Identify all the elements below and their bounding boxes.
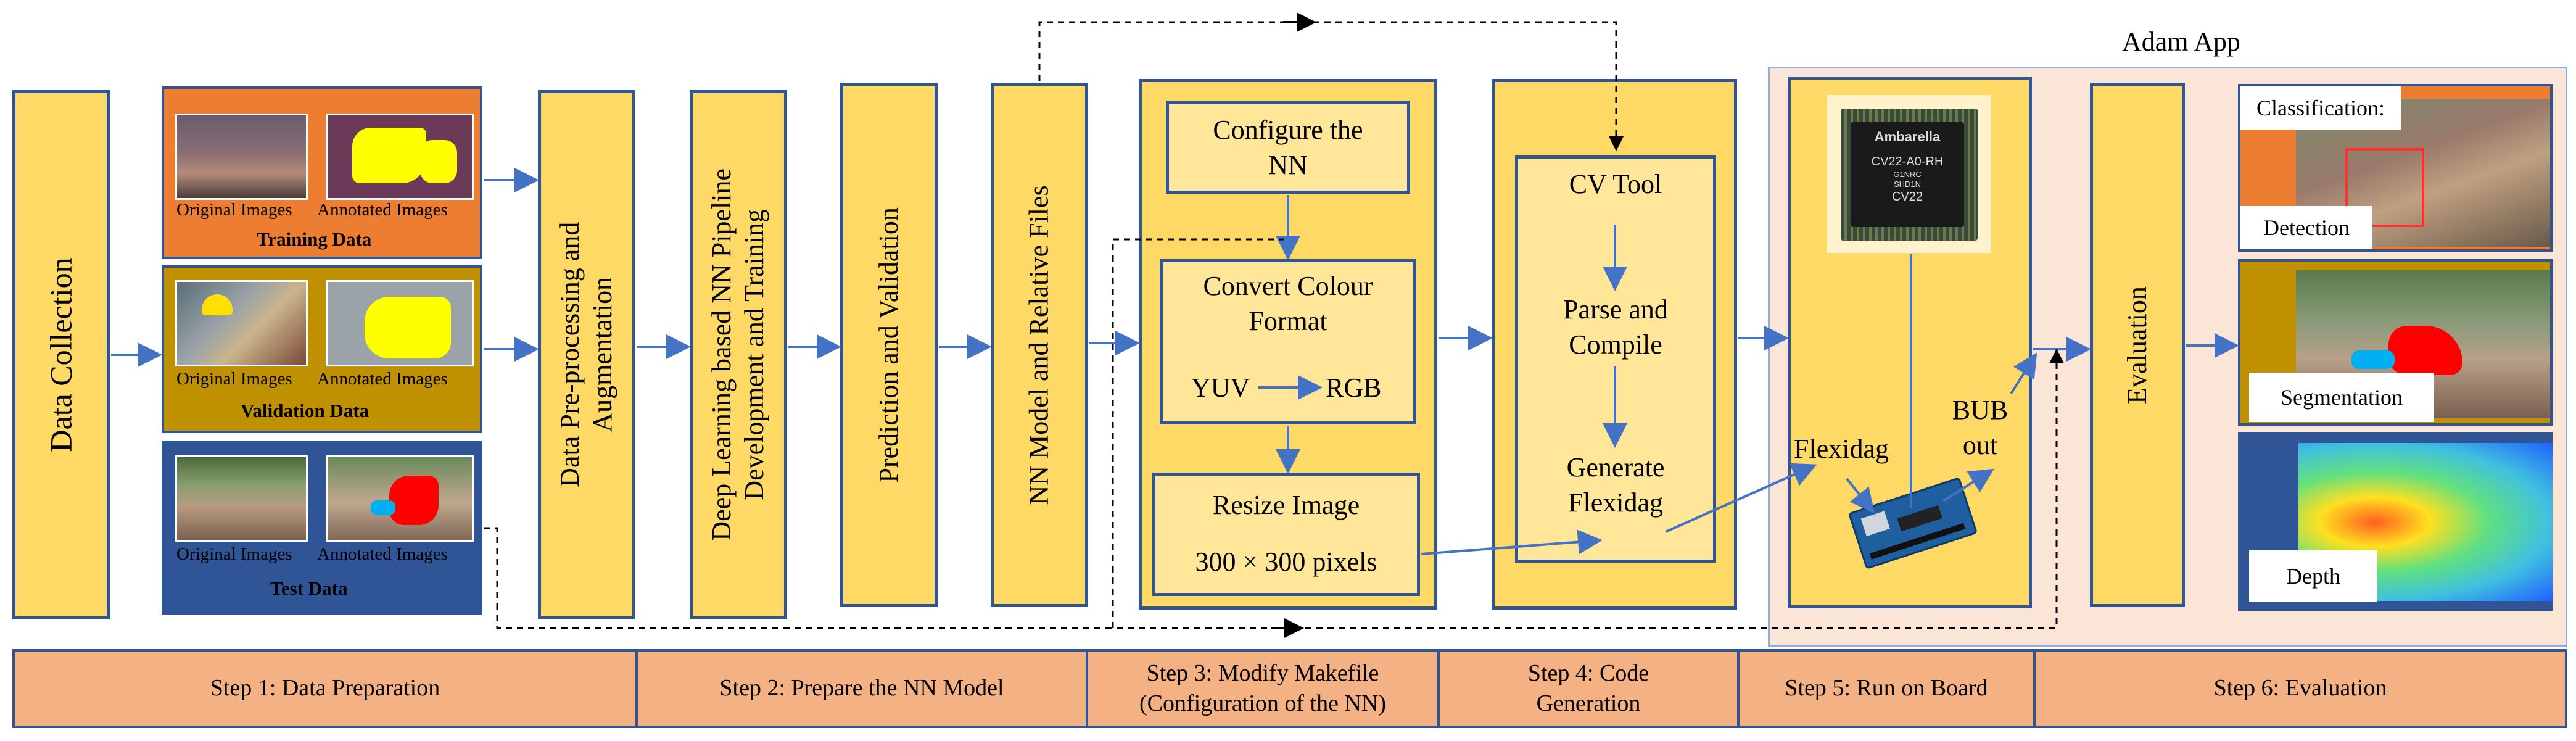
convert-line-2: Format	[1249, 306, 1327, 337]
detection-label: Detection	[2240, 206, 2372, 249]
generate-line-2: Flexidag	[1568, 487, 1663, 518]
configure-line-2: NN	[1268, 150, 1308, 180]
nn-model-box: NN Model and Relative Files	[991, 83, 1088, 607]
resize-title: Resize Image	[1212, 490, 1360, 520]
test-annotated-caption: Annotated Images	[317, 544, 448, 564]
rgb-label: RGB	[1326, 373, 1382, 403]
step-6-box: Step 6: Evaluation	[2033, 649, 2567, 728]
bub-line-1: BUB	[1952, 395, 2008, 425]
arrow-generate-to-flexidag	[1665, 463, 1817, 533]
step-5-box: Step 5: Run on Board	[1737, 649, 2036, 728]
step-1-label: Step 1: Data Preparation	[210, 675, 440, 702]
dl-pipeline-box: Deep Learning based NN Pipeline Developm…	[690, 90, 787, 619]
bub-line-2: out	[1962, 430, 1998, 461]
adam-app-title: Adam App	[2122, 27, 2240, 57]
test-data-panel: Original Images Annotated Images Test Da…	[162, 441, 482, 615]
convert-line-1: Convert Colour	[1203, 271, 1373, 301]
chip-brand: Ambarella	[1874, 129, 1941, 144]
validation-annotated-caption: Annotated Images	[317, 369, 448, 389]
classification-label: Classification:	[2240, 86, 2401, 130]
cv-tool-box: CV Tool Parse and Compile Generate Flexi…	[1515, 155, 1716, 563]
chip-die: Ambarella CV22-A0-RH G1NRC SHD1N CV22	[1851, 122, 1964, 227]
convert-colour-box: Convert Colour Format YUV RGB	[1160, 259, 1416, 424]
chip-image: Ambarella CV22-A0-RH G1NRC SHD1N CV22	[1827, 95, 1991, 253]
dashed-loop-to-convert	[1112, 238, 1284, 628]
test-data-title: Test Data	[270, 577, 348, 599]
configure-nn-box: Configure the NN	[1166, 101, 1410, 194]
step-4-line-2: Generation	[1536, 690, 1641, 716]
chip-line-2: G1NRC	[1893, 169, 1922, 179]
step-1-box: Step 1: Data Preparation	[12, 649, 638, 728]
dashed-test-to-evaluation	[484, 349, 2064, 629]
step-2-box: Step 2: Prepare the NN Model	[635, 649, 1088, 728]
yuv-label: YUV	[1191, 373, 1250, 403]
validation-data-title: Validation Data	[241, 400, 369, 421]
training-annotated-image	[326, 114, 474, 200]
test-original-image	[175, 455, 308, 542]
resize-image-box: Resize Image 300 × 300 pixels	[1152, 473, 1420, 596]
step-3-line-1: Step 3: Modify Makefile	[1146, 660, 1379, 686]
arrow-bub-to-evaluation	[2010, 352, 2037, 395]
test-annotated-image	[326, 455, 474, 542]
validation-data-panel: Original Images Annotated Images Validat…	[162, 265, 482, 433]
parse-line-2: Compile	[1569, 329, 1662, 360]
training-original-image	[175, 114, 308, 200]
step-6-label: Step 6: Evaluation	[2213, 675, 2387, 702]
step-3-box: Step 3: Modify Makefile (Configuration o…	[1086, 649, 1440, 728]
preprocessing-box: Data Pre-processing and Augmentation	[538, 90, 635, 619]
chip-line-3: SHD1N	[1893, 179, 1922, 189]
depth-panel: Depth	[2238, 432, 2553, 611]
step-5-label: Step 5: Run on Board	[1785, 675, 1988, 702]
chip-line-4: CV22	[1891, 190, 1923, 204]
validation-annotated-image	[326, 280, 474, 366]
training-data-title: Training Data	[257, 228, 372, 250]
arrow-board-to-bub	[1942, 468, 1994, 502]
classification-detection-panel: Classification: Detection	[2238, 84, 2553, 252]
step-4-line-1: Step 4: Code	[1527, 660, 1649, 686]
evaluation-box: Evaluation	[2090, 83, 2185, 607]
training-data-panel: Original Images Annotated Images Trainin…	[162, 86, 482, 259]
generate-line-1: Generate	[1566, 452, 1665, 482]
bub-out-label: BUB out	[1943, 392, 2017, 463]
validation-original-image	[175, 280, 308, 366]
segmentation-panel: Segmentation	[2238, 259, 2553, 426]
training-annotated-caption: Annotated Images	[317, 200, 448, 220]
validation-original-caption: Original Images	[176, 369, 292, 389]
segmentation-label: Segmentation	[2249, 373, 2434, 422]
depth-label: Depth	[2249, 550, 2377, 602]
data-collection-box: Data Collection	[12, 90, 110, 619]
flexidag-label: Flexidag	[1794, 434, 1889, 464]
dashed-nn-to-cvtool	[1038, 21, 1624, 151]
cv-tool-label: CV Tool	[1569, 169, 1662, 199]
arrow-resize-to-generate	[1421, 529, 1603, 555]
training-original-caption: Original Images	[176, 200, 292, 220]
arrow-flexidag-to-board	[1846, 478, 1875, 514]
resize-value: 300 × 300 pixels	[1195, 547, 1377, 577]
step-2-label: Step 2: Prepare the NN Model	[719, 675, 1004, 702]
prediction-box: Prediction and Validation	[840, 83, 938, 607]
parse-line-1: Parse and	[1563, 294, 1668, 325]
test-original-caption: Original Images	[176, 544, 292, 564]
configure-line-1: Configure the	[1213, 114, 1363, 145]
chip-line-1: CV22-A0-RH	[1871, 154, 1944, 168]
step-3-line-2: (Configuration of the NN)	[1139, 690, 1386, 716]
